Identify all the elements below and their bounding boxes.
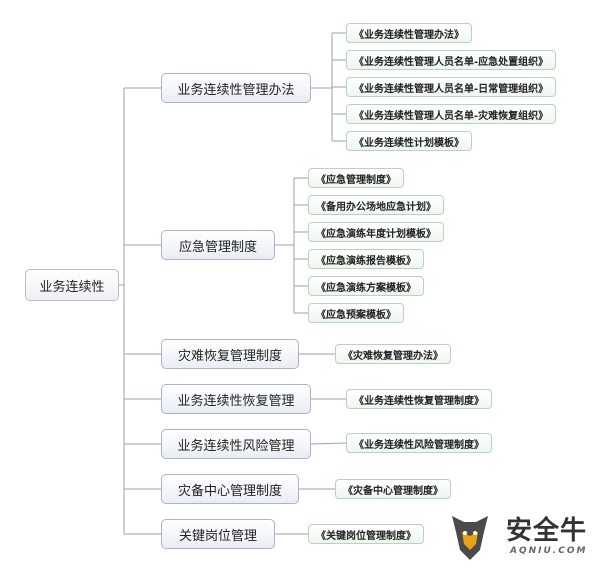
leaf-label: 《灾难恢复管理办法》 [343,350,443,362]
leaf-label: 《应急演练方案模板》 [316,282,416,294]
leaf-label: 《应急预案模板》 [316,309,396,321]
connector-line [310,442,347,445]
leaf-node[interactable]: 《业务连续性恢复管理制度》 [346,389,492,409]
leaf-node[interactable]: 《应急演练年度计划模板》 [308,222,444,242]
leaf-node[interactable]: 《灾备中心管理制度》 [335,479,451,499]
leaf-label: 《应急演练年度计划模板》 [316,228,436,240]
leaf-label: 《业务连续性管理人员名单-应急处置组织》 [354,56,549,68]
leaf-label: 《业务连续性风险管理制度》 [354,439,484,451]
leaf-label: 《应急演练报告模板》 [316,255,416,267]
branch-node[interactable]: 业务连续性风险管理 [161,429,311,459]
bull-logo-icon [452,516,488,560]
leaf-label: 《业务连续性管理办法》 [354,29,464,41]
branch-label: 灾难恢复管理制度 [177,348,282,364]
leaf-node[interactable]: 《应急演练方案模板》 [308,276,424,296]
branch-label: 业务连续性风险管理 [177,438,295,454]
branch-node[interactable]: 业务连续性恢复管理 [161,384,311,414]
leaf-node[interactable]: 《关键岗位管理制度》 [308,524,424,544]
branch-node[interactable]: 灾备中心管理制度 [161,474,299,504]
leaf-node[interactable]: 《业务连续性风险管理制度》 [346,433,492,453]
leaf-node[interactable]: 《应急演练报告模板》 [308,249,424,269]
leaf-node[interactable]: 《备用办公场地应急计划》 [308,195,444,215]
branch-label: 灾备中心管理制度 [177,483,282,499]
watermark-name: 安全牛 [506,516,588,546]
leaf-label: 《应急管理制度》 [316,174,396,186]
leaf-label: 《备用办公场地应急计划》 [316,201,436,213]
branch-node[interactable]: 关键岗位管理 [161,519,275,549]
leaf-node[interactable]: 《应急管理制度》 [308,168,404,188]
branch-node[interactable]: 应急管理制度 [161,230,275,260]
root-node[interactable]: 业务连续性 [25,269,119,301]
branch-node[interactable]: 灾难恢复管理制度 [161,339,299,369]
leaf-node[interactable]: 《业务连续性管理人员名单-日常管理组织》 [346,77,557,97]
root-label: 业务连续性 [39,279,105,295]
leaf-label: 《灾备中心管理制度》 [343,485,443,497]
leaf-node[interactable]: 《业务连续性计划模板》 [346,131,472,151]
leaf-label: 《业务连续性管理人员名单-灾难恢复组织》 [354,110,549,122]
leaf-node[interactable]: 《业务连续性管理人员名单-灾难恢复组织》 [346,104,557,124]
leaf-node[interactable]: 《业务连续性管理人员名单-应急处置组织》 [346,50,557,70]
branch-label: 关键岗位管理 [178,528,257,544]
leaf-node[interactable]: 《业务连续性管理办法》 [346,23,472,43]
branch-label: 应急管理制度 [178,239,257,255]
leaf-label: 《关键岗位管理制度》 [316,530,416,542]
watermark-site: AQNIU.COM [510,546,588,556]
leaf-node[interactable]: 《应急预案模板》 [308,303,404,323]
leaf-label: 《业务连续性计划模板》 [354,137,464,149]
branch-node[interactable]: 业务连续性管理办法 [161,73,311,103]
branch-label: 业务连续性恢复管理 [177,393,295,409]
leaf-node[interactable]: 《灾难恢复管理办法》 [335,344,451,364]
branch-label: 业务连续性管理办法 [177,82,295,98]
leaf-label: 《业务连续性管理人员名单-日常管理组织》 [354,83,549,95]
leaf-label: 《业务连续性恢复管理制度》 [354,395,484,407]
